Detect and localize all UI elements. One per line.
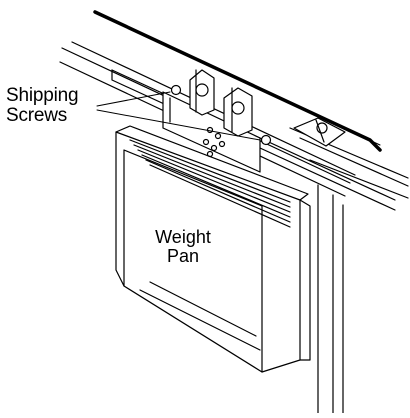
weight-label-line1: Weight	[155, 227, 211, 247]
pulley-corner	[293, 117, 346, 147]
pulley-right	[223, 87, 253, 137]
weight-pan	[115, 125, 311, 373]
shipping-screws-label: Shipping Screws	[6, 85, 79, 126]
vertical-post	[317, 184, 344, 414]
weight-label-line2: Pan	[166, 245, 200, 266]
top-rod	[93, 10, 382, 152]
shipping-label-line1: Shipping	[6, 85, 79, 106]
leader-lines	[96, 91, 261, 141]
pulley-left	[189, 69, 215, 116]
shipping-screw	[170, 84, 272, 146]
weight-pan-label: Weight Pan	[148, 228, 218, 266]
shipping-label-line2: Screws	[6, 104, 68, 126]
